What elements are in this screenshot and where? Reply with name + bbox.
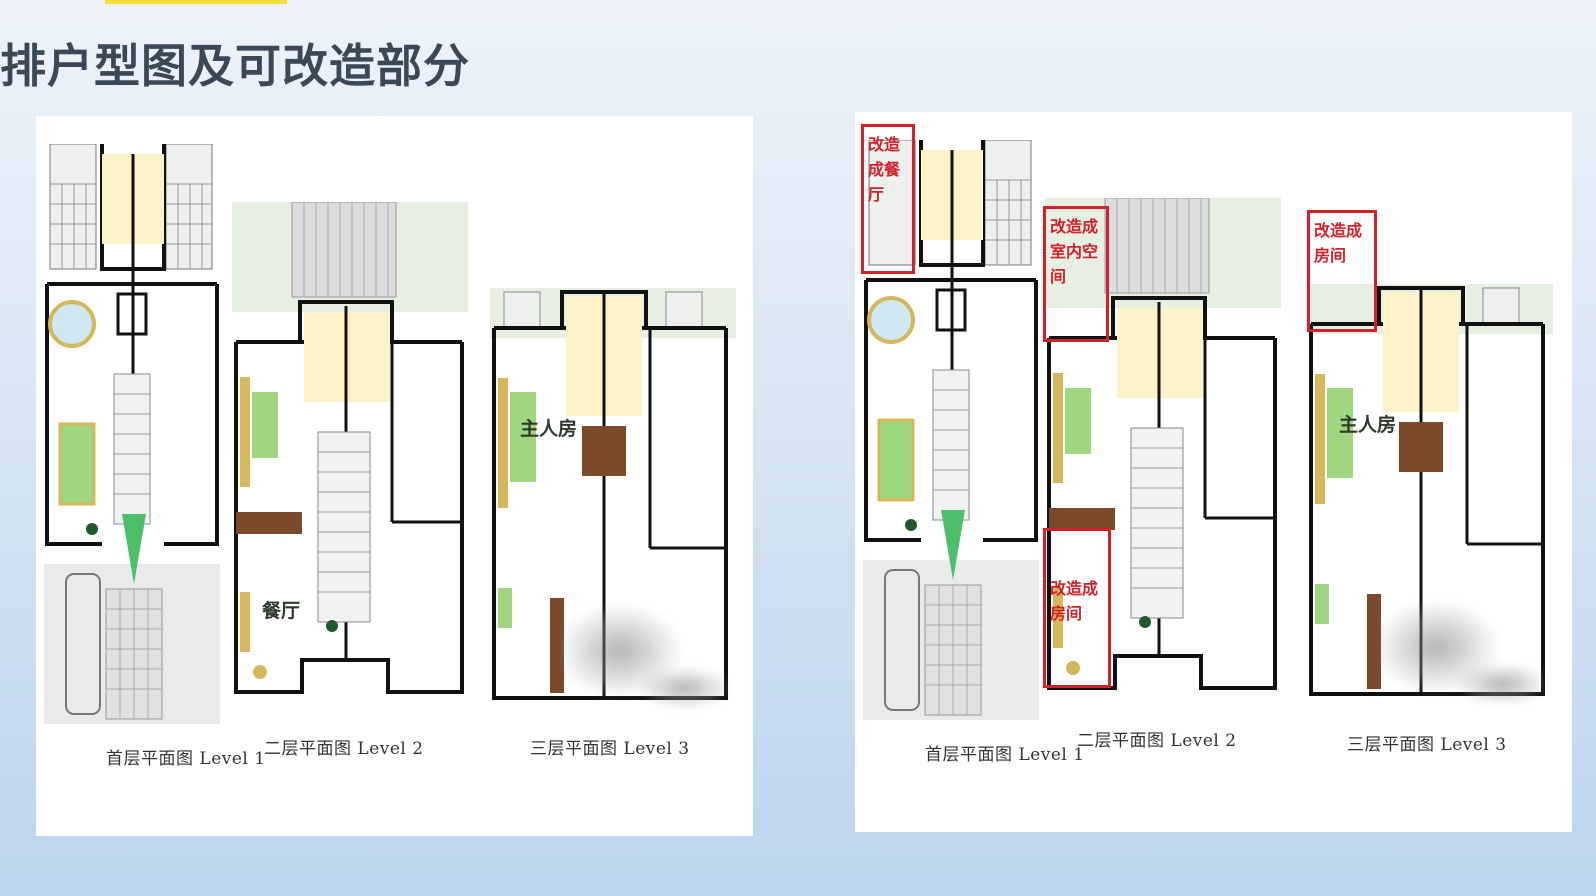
floorplan-level-1: 改造成餐厅 首层平面图 Level 1 xyxy=(861,124,1084,765)
renovation-mark-text: 改造成房间 xyxy=(1314,221,1363,265)
floorplan-level-1-drawing xyxy=(44,144,220,724)
floorplan-level-1-drawing xyxy=(863,140,1039,720)
caption-level-1: 首层平面图 Level 1 xyxy=(106,749,266,769)
accent-bar xyxy=(105,0,287,4)
renovation-mark-text: 改造成房间 xyxy=(1050,579,1099,623)
renovation-mark-dining: 改造成餐厅 xyxy=(861,124,915,274)
floorplan-level-3-drawing xyxy=(490,288,736,700)
floorplan-level-1: 首层平面图 Level 1 xyxy=(44,144,265,769)
caption-level-1: 首层平面图 Level 1 xyxy=(925,745,1085,765)
caption-level-2: 二层平面图 Level 2 xyxy=(264,739,424,759)
floorplan-level-3: 主人房 三层平面图 Level 3 xyxy=(490,288,736,759)
renovation-mark-room: 改造成房间 xyxy=(1043,528,1111,688)
room-label-master-bedroom: 主人房 xyxy=(1339,414,1397,436)
floorplan-level-2: 餐厅 二层平面图 Level 2 xyxy=(232,202,468,759)
room-label-dining: 餐厅 xyxy=(262,600,301,622)
floorplan-panel-renovation: 改造成餐厅 首层平面图 Level 1 xyxy=(855,112,1572,832)
renovation-mark-indoor-space: 改造成室内空间 xyxy=(1043,206,1109,342)
blurred-area xyxy=(640,668,730,708)
floorplan-panel-original: 首层平面图 Level 1 xyxy=(36,116,753,836)
floorplan-level-3: 改造成房间 主人房 三层平面图 Level 3 xyxy=(1307,210,1553,755)
renovation-mark-room: 改造成房间 xyxy=(1307,210,1377,332)
floorplan-level-3-drawing xyxy=(1307,284,1553,696)
renovation-mark-text: 改造成餐厅 xyxy=(868,135,901,204)
page-title: 排户型图及可改造部分 xyxy=(0,39,470,93)
renovation-mark-text: 改造成室内空间 xyxy=(1050,217,1099,286)
caption-level-2: 二层平面图 Level 2 xyxy=(1077,731,1237,751)
room-label-master-bedroom: 主人房 xyxy=(520,418,578,440)
floorplan-level-2-drawing xyxy=(1045,198,1281,690)
floorplan-level-2-drawing xyxy=(232,202,468,694)
blurred-area xyxy=(1457,664,1547,704)
caption-level-3: 三层平面图 Level 3 xyxy=(1347,735,1507,755)
floorplan-level-2: 改造成室内空间 改造成房间 二层平面图 Level 2 xyxy=(1043,198,1281,751)
caption-level-3: 三层平面图 Level 3 xyxy=(530,739,690,759)
